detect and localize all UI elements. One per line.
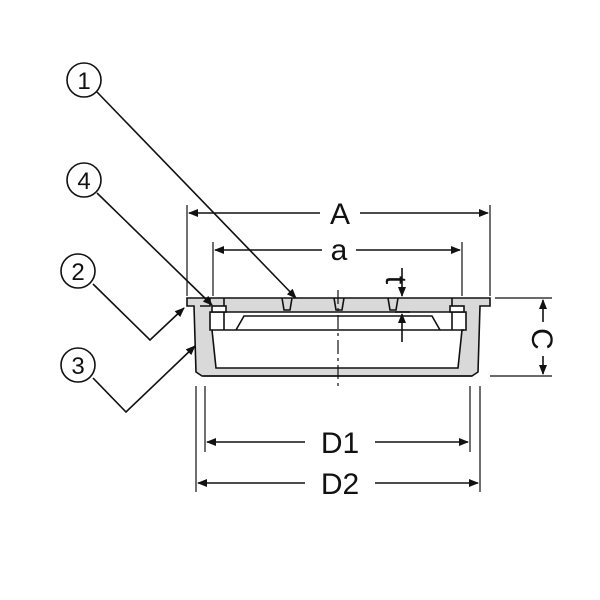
part-body xyxy=(186,297,491,377)
callout-circle-4 xyxy=(66,162,102,198)
leader-4 xyxy=(96,192,213,306)
dim-t-label: t xyxy=(379,276,412,285)
dim-a-label: a xyxy=(331,234,348,267)
dim-D1-label: D1 xyxy=(321,427,359,460)
dim-D2-label: D2 xyxy=(321,468,359,501)
callout-2: 2 xyxy=(71,259,84,286)
dim-t-line xyxy=(395,268,410,342)
callout-3: 3 xyxy=(71,353,84,380)
leader-3 xyxy=(92,345,196,414)
callout-circle-3 xyxy=(60,347,96,383)
leader-1 xyxy=(96,91,297,299)
callout-circle-1 xyxy=(66,62,102,98)
dim-C-label: C xyxy=(525,328,558,350)
leader-2 xyxy=(92,283,185,342)
extension-lines xyxy=(186,205,552,492)
callout-4: 4 xyxy=(77,168,90,195)
callout-circle-2 xyxy=(60,253,96,289)
dim-A-label: A xyxy=(330,198,350,231)
callout-1: 1 xyxy=(77,68,90,95)
